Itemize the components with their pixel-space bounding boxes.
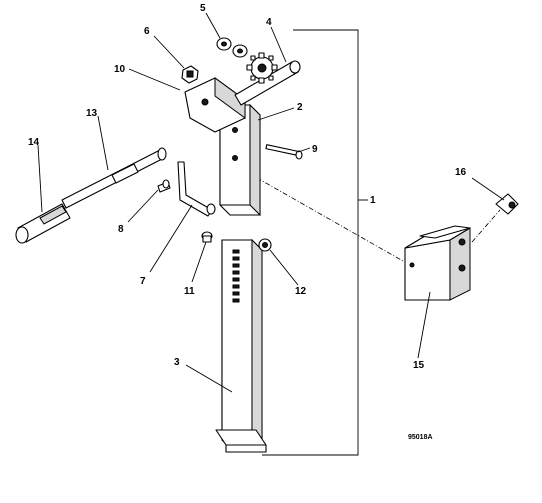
adjustment-hole-row — [232, 249, 240, 303]
sprocket-teeth — [246, 52, 278, 84]
alignment-line — [221, 157, 411, 266]
clip-part — [495, 193, 519, 215]
leader-lines — [37, 12, 505, 393]
latch-part — [177, 161, 216, 217]
side-box-part — [404, 225, 471, 301]
alignment-line-2 — [471, 209, 501, 243]
lower-column-part — [215, 238, 267, 453]
pin-part — [157, 179, 171, 193]
callout-14: 14 — [28, 137, 40, 148]
upper-column-part — [219, 103, 261, 217]
callout-16: 16 — [455, 167, 467, 178]
handle-part — [15, 147, 167, 244]
callout-13: 13 — [86, 108, 98, 119]
nut-part — [181, 65, 199, 84]
callout-12: 12 — [295, 286, 307, 297]
callout-15: 15 — [413, 360, 425, 371]
callout-3: 3 — [174, 357, 180, 368]
callout-6: 6 — [144, 26, 150, 37]
bolt-part — [265, 144, 303, 160]
callout-10: 10 — [114, 64, 126, 75]
washer-part — [216, 37, 248, 58]
callout-4: 4 — [266, 17, 272, 28]
callout-8: 8 — [118, 224, 124, 235]
callout-9: 9 — [312, 144, 318, 155]
nut-part-2 — [258, 238, 272, 252]
screw-part — [201, 231, 213, 243]
callout-2: 2 — [297, 102, 303, 113]
sprocket-shaft-part — [234, 52, 301, 106]
callout-5: 5 — [200, 3, 206, 14]
callout-7: 7 — [140, 276, 146, 287]
callout-1: 1 — [370, 195, 376, 206]
callout-11: 11 — [184, 286, 195, 297]
assembly-bracket — [262, 29, 359, 456]
angled-bracket-part — [184, 77, 246, 133]
figure-reference-code: 95018A — [408, 434, 433, 441]
